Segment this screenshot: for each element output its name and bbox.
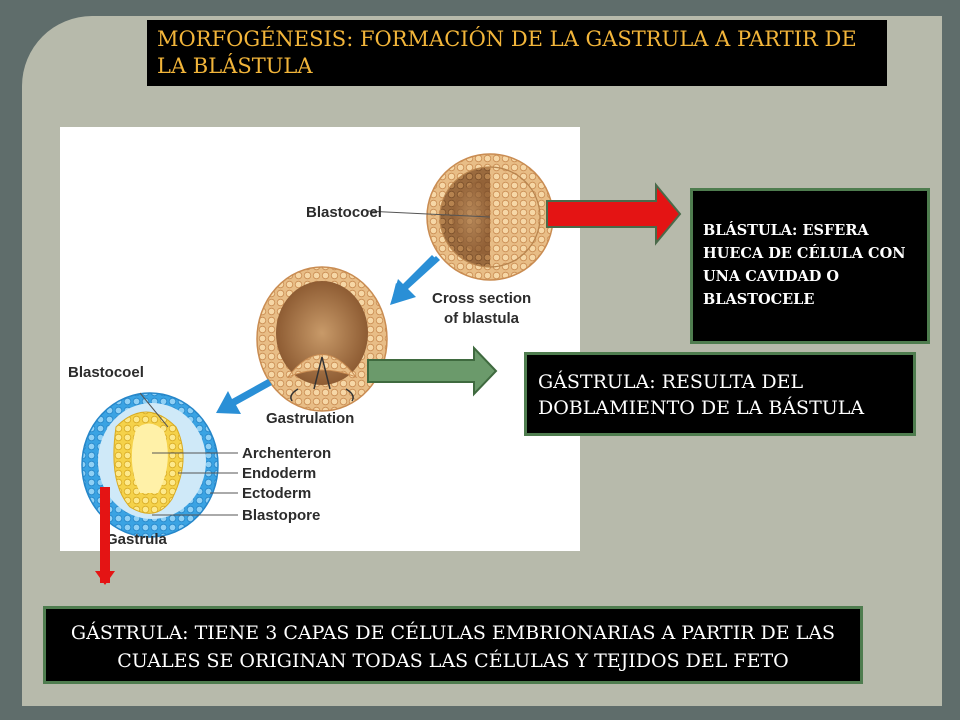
gastrula-folding-note: GÁSTRULA: RESULTA DEL DOBLAMIENTO DE LA … (524, 352, 916, 436)
gastrula-illustration (81, 392, 219, 538)
green-arrow-right (367, 345, 498, 397)
gastrulation-diagram: Blastocoel Cross section of blastula Gas… (60, 127, 580, 551)
label-cross-section: Cross section (432, 290, 531, 307)
gastrula-layers-note: GÁSTRULA: TIENE 3 CAPAS DE CÉLULAS EMBRI… (43, 606, 863, 684)
label-of-blastula: of blastula (444, 310, 520, 327)
diagram-arrow-2 (216, 379, 272, 414)
label-blastocoel-top: Blastocoel (306, 204, 382, 221)
label-endoderm: Endoderm (242, 465, 316, 482)
red-arrow-right (546, 182, 682, 246)
red-arrow-down (95, 487, 115, 585)
slide-title: MORFOGÉNESIS: FORMACIÓN DE LA GASTRULA A… (147, 20, 887, 86)
blastula-note: BLÁSTULA: ESFERA HUECA DE CÉLULA CON UNA… (690, 188, 930, 344)
label-blastocoel-left: Blastocoel (68, 364, 144, 381)
label-gastrula: Gastrula (106, 531, 168, 548)
label-blastopore: Blastopore (242, 507, 320, 524)
label-gastrulation: Gastrulation (266, 410, 354, 427)
cross-section-illustration (256, 266, 388, 412)
label-ectoderm: Ectoderm (242, 485, 311, 502)
label-archenteron: Archenteron (242, 445, 331, 462)
diagram-arrow-1 (390, 256, 440, 305)
